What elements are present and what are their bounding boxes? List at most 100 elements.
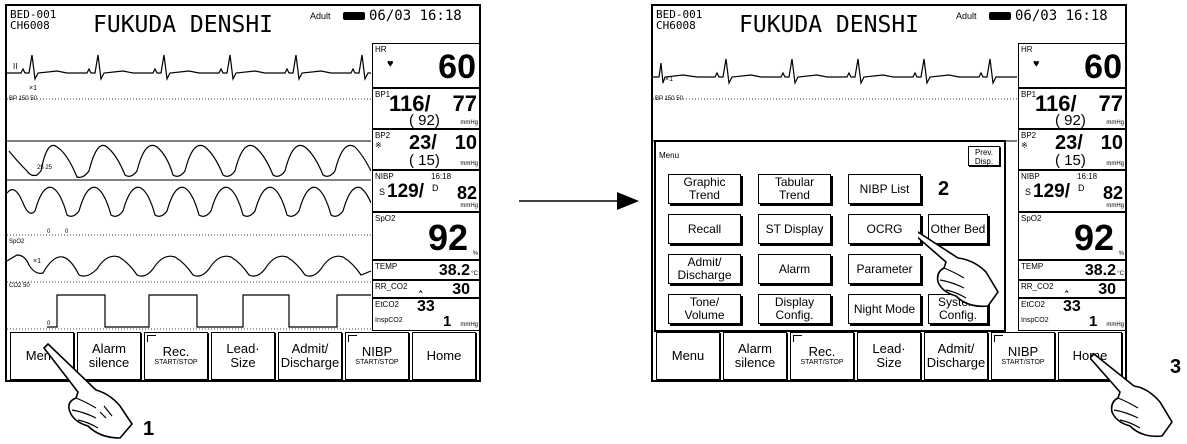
bp2-marks: 25 25 xyxy=(37,165,53,171)
nibp-diastolic: 82 xyxy=(456,183,477,203)
nibp-time: 16:18 xyxy=(431,172,452,181)
svg-text:0: 0 xyxy=(65,229,69,235)
nibp-diastolic: 82 xyxy=(1102,183,1123,203)
heart-icon: ♥ xyxy=(387,58,394,70)
breath-icon: ‸ xyxy=(1065,282,1069,293)
admit-discharge-button[interactable]: Admit/Discharge xyxy=(924,332,988,380)
parameter-button[interactable]: Parameter xyxy=(848,254,921,284)
resp-gain-label: ×1 xyxy=(33,258,41,265)
pleth-waveform xyxy=(7,186,371,217)
bp-scale-label: BP 150 50 xyxy=(9,96,38,102)
manufacturer-name: FUKUDA DENSHI xyxy=(739,12,920,38)
temp-panel: TEMP 38.2 °C xyxy=(372,260,479,280)
temp-label: TEMP xyxy=(1021,262,1044,271)
st-display-button[interactable]: ST Display xyxy=(758,214,831,244)
hr-label: HR xyxy=(375,45,387,54)
ocrg-button[interactable]: OCRG xyxy=(848,214,921,244)
battery-icon xyxy=(343,12,365,20)
display-config-button[interactable]: Display Config. xyxy=(758,294,831,324)
manufacturer-name: FUKUDA DENSHI xyxy=(93,12,274,38)
menu-button[interactable]: Menu xyxy=(656,332,720,380)
bp1-panel: BP1 116/ 77 ( 92) mmHg xyxy=(372,88,479,129)
bp2-unit: mmHg xyxy=(460,161,478,167)
admit-discharge-menu-button[interactable]: Admit/ Discharge xyxy=(668,254,741,284)
bp-scale-label: BP 150 50 xyxy=(655,96,684,102)
etco2-panel: EtCO2 InspCO2 33 1 mmHg xyxy=(372,298,479,331)
etco2-panel: EtCO2 InspCO2 33 1 mmHg xyxy=(1018,298,1125,331)
nibp-label: NIBP xyxy=(1021,172,1040,181)
temp-value: 38.2 xyxy=(438,262,470,279)
bp1-unit: mmHg xyxy=(1106,120,1124,126)
date-time: 06/03 16:18 xyxy=(1015,8,1108,24)
etco2-label: EtCO2 xyxy=(375,300,400,309)
ecg-gain-label: ×1 xyxy=(665,76,673,83)
tabular-trend-button[interactable]: Tabular Trend xyxy=(758,174,831,204)
bp1-diastolic: 77 xyxy=(1098,91,1123,116)
temp-unit: °C xyxy=(471,271,478,277)
pointing-hand-icon xyxy=(1090,352,1173,438)
pointing-hand-icon xyxy=(42,342,134,439)
nibp-systolic: 129/ xyxy=(1033,181,1070,202)
step-number-1: 1 xyxy=(143,418,155,440)
hr-panel: HR ♥ 60 xyxy=(372,43,479,88)
bp2-unit: mmHg xyxy=(1106,161,1124,167)
bp1-systolic: 116/ xyxy=(1035,91,1077,116)
hr-value: 60 xyxy=(438,48,476,86)
bp2-panel: BP2 ※ 23/ 10 ( 15) mmHg xyxy=(372,129,479,170)
bp2-waveform xyxy=(8,144,371,178)
inspco2-label: InspCO2 xyxy=(1021,317,1049,324)
ecg-waveform xyxy=(7,54,371,82)
spo2-wave-label: SpO2 xyxy=(9,239,25,245)
bp1-mean: ( 92) xyxy=(1055,112,1086,129)
recall-button[interactable]: Recall xyxy=(668,214,741,244)
spo2-panel: SpO2 92 % xyxy=(372,212,479,260)
prev-disp-button[interactable]: Prev. Disp. xyxy=(968,146,1000,166)
temp-label: TEMP xyxy=(375,262,398,271)
co2-zero-label: 0 xyxy=(47,321,51,327)
hr-panel: HR ♥ 60 xyxy=(1018,43,1125,88)
etco2-unit: mmHg xyxy=(1106,322,1124,328)
admit-discharge-button[interactable]: Admit/Discharge xyxy=(278,332,342,380)
alarm-off-icon: ※ xyxy=(1021,141,1028,150)
lead-size-button[interactable]: Lead·Size xyxy=(211,332,275,380)
bp1-diastolic: 77 xyxy=(452,91,477,116)
bp1-panel: BP1 116/ 77 ( 92) mmHg xyxy=(1018,88,1125,129)
spo2-panel: SpO2 92 % xyxy=(1018,212,1125,260)
rec-start-stop-button[interactable]: Rec.START/STOP xyxy=(144,332,208,380)
rr-value: 30 xyxy=(1098,281,1116,298)
other-bed-button[interactable]: Other Bed xyxy=(928,214,988,244)
spo2-label: SpO2 xyxy=(375,214,396,223)
nibp-time: 16:18 xyxy=(1077,172,1098,181)
nibp-s-label: S xyxy=(379,187,386,197)
etco2-unit: mmHg xyxy=(460,322,478,328)
bp2-label: BP2 xyxy=(375,131,391,140)
bp2-mean: ( 15) xyxy=(409,152,440,169)
inspco2-label: InspCO2 xyxy=(375,317,403,324)
tone-volume-button[interactable]: Tone/ Volume xyxy=(668,294,741,324)
svg-text:0: 0 xyxy=(47,229,51,235)
nibp-panel: NIBP 16:18 S 129/ D 82 mmHg xyxy=(1018,170,1125,212)
spo2-unit: % xyxy=(1118,251,1124,257)
co2-waveform xyxy=(47,294,371,328)
graphic-trend-button[interactable]: Graphic Trend xyxy=(668,174,741,204)
nibp-list-button[interactable]: NIBP List xyxy=(848,174,921,204)
night-mode-button[interactable]: Night Mode xyxy=(848,294,921,324)
co2-scale-label: CO2 50 xyxy=(9,283,30,289)
bp2-systolic: 23/ xyxy=(409,132,437,154)
rec-start-stop-button[interactable]: Rec.START/STOP xyxy=(790,332,854,380)
home-button[interactable]: Home xyxy=(412,332,476,380)
lead-size-button[interactable]: Lead·Size xyxy=(857,332,921,380)
bp1-mean: ( 92) xyxy=(409,112,440,129)
inspco2-value: 1 xyxy=(443,313,452,330)
patient-type: Adult xyxy=(956,11,977,21)
nibp-label: NIBP xyxy=(375,172,394,181)
alarm-menu-button[interactable]: Alarm xyxy=(758,254,831,284)
spo2-value: 92 xyxy=(1073,217,1114,258)
